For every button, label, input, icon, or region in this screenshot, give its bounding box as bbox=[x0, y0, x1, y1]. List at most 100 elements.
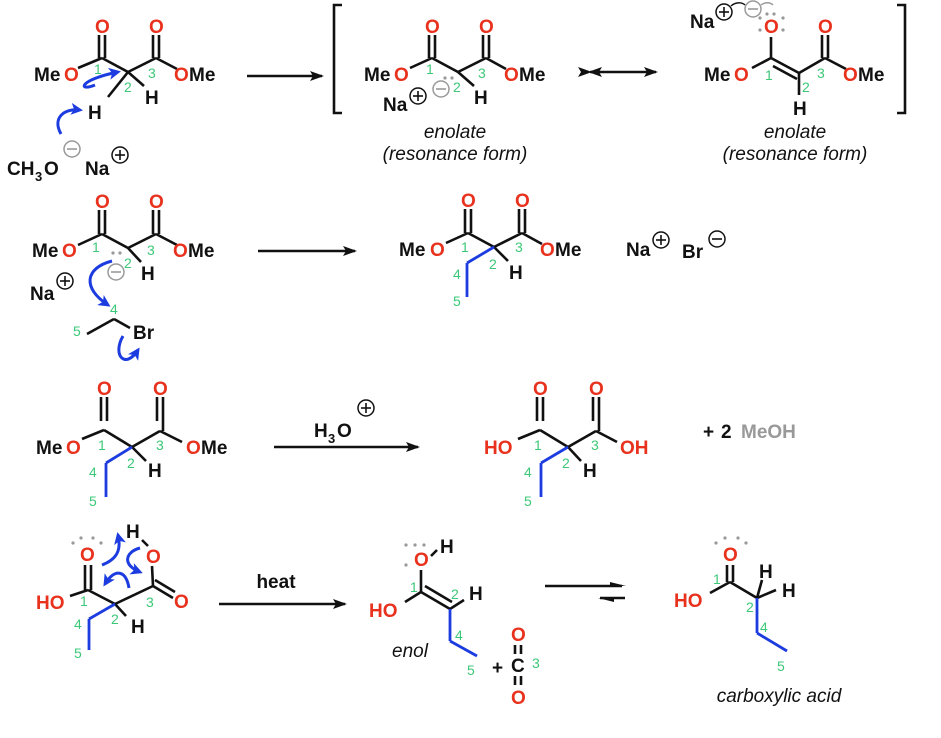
hydrogen: H bbox=[782, 581, 796, 602]
carbon-number: 3 bbox=[147, 242, 155, 258]
methoxy-me: Me bbox=[32, 241, 58, 262]
co2-carbon: C bbox=[511, 656, 525, 677]
hydroxyl: OH bbox=[620, 438, 649, 459]
enolate-carbanion: O O Me O O Me H 1 2 3 Na enolate (resona… bbox=[364, 17, 545, 165]
acidic-hydrogen: H bbox=[88, 103, 102, 124]
hydrogen: H bbox=[759, 562, 773, 583]
curved-arrow bbox=[117, 335, 140, 361]
methoxy-me: Me bbox=[704, 65, 730, 86]
carbonyl-oxygen: O bbox=[589, 379, 604, 400]
hydroxyl: HO bbox=[484, 438, 513, 459]
curved-arrow bbox=[56, 102, 83, 135]
carbon-number: 2 bbox=[802, 79, 810, 95]
carbon-number: 1 bbox=[98, 437, 106, 453]
methoxy-o: O bbox=[173, 241, 188, 262]
carbon-number: 2 bbox=[124, 79, 132, 95]
ethylmalonic-acid: O O HO OH H 1 2 3 4 5 bbox=[484, 379, 649, 509]
methoxy-o: O bbox=[64, 65, 79, 86]
sodium: Na bbox=[85, 159, 110, 180]
resonance-caption: (resonance form) bbox=[723, 144, 868, 165]
carbon-number: 1 bbox=[80, 593, 88, 609]
carbonyl-oxygen: O bbox=[174, 592, 189, 613]
carbon-number: 2 bbox=[451, 586, 459, 602]
sodium-bromide: Na Br bbox=[626, 230, 726, 263]
methoxy-o: O bbox=[504, 65, 519, 86]
methoxy-me: Me bbox=[36, 438, 62, 459]
hydrogen: H bbox=[509, 263, 523, 284]
methoxide-o: O bbox=[44, 159, 59, 180]
carbon-number: 5 bbox=[467, 662, 475, 678]
carbon-number: 3 bbox=[146, 594, 154, 610]
methanol: MeOH bbox=[741, 422, 796, 443]
bromine: Br bbox=[133, 323, 155, 344]
methoxy-o: O bbox=[430, 240, 445, 261]
carbonyl-oxygen: O bbox=[149, 17, 164, 38]
carbon-number: 4 bbox=[760, 619, 768, 635]
methoxy-me: Me bbox=[858, 65, 884, 86]
methoxy-o: O bbox=[174, 65, 189, 86]
h3o-o: O bbox=[337, 421, 352, 442]
bracket-right bbox=[897, 3, 907, 115]
ch-text: CH bbox=[7, 159, 34, 180]
methanol-byproduct: + 2 MeOH bbox=[703, 422, 796, 443]
bracket-left bbox=[332, 3, 342, 115]
carbon-number: 5 bbox=[73, 323, 81, 339]
methoxy-o: O bbox=[62, 241, 77, 262]
carbon-number: 2 bbox=[127, 455, 135, 471]
carbon-number: 2 bbox=[562, 455, 570, 471]
enolate-caption: enolate bbox=[764, 122, 826, 143]
methoxy-me: Me bbox=[519, 65, 545, 86]
heat-label: heat bbox=[256, 572, 296, 593]
carbonyl-oxygen: O bbox=[149, 192, 164, 213]
methoxy-o: O bbox=[540, 240, 555, 261]
h3o-h: H bbox=[314, 421, 328, 442]
hydrogen: H bbox=[583, 461, 597, 482]
curved-arrow bbox=[88, 259, 113, 307]
hydrogen: H bbox=[141, 264, 155, 285]
byproduct-count: 2 bbox=[721, 422, 732, 443]
methoxy-me: Me bbox=[34, 65, 60, 86]
acid-hydrogen: H bbox=[126, 522, 140, 543]
hydrogen: H bbox=[131, 617, 145, 638]
methoxy-o: O bbox=[394, 65, 409, 86]
carbonyl-oxygen: O bbox=[95, 17, 110, 38]
carbon-number: 3 bbox=[817, 65, 825, 81]
enol-hydrogen: H bbox=[440, 537, 454, 558]
product-caption: carboxylic acid bbox=[717, 686, 843, 707]
new-cc-bond bbox=[466, 245, 495, 265]
alkylated-diester-reactant: O O Me O O Me H 1 2 3 4 5 bbox=[36, 379, 227, 509]
hydrogen: H bbox=[793, 99, 807, 120]
carbon-number: 5 bbox=[89, 493, 97, 509]
carbon-number: 1 bbox=[94, 61, 102, 77]
carbon-number: 1 bbox=[765, 67, 773, 83]
enol-oxygen: O bbox=[414, 550, 429, 571]
carbon-number: 2 bbox=[746, 599, 754, 615]
subscript-3: 3 bbox=[35, 169, 42, 184]
butanoic-acid-product: O HO H H 1 2 4 5 carboxylic acid bbox=[674, 536, 843, 707]
carbonyl-oxygen: O bbox=[479, 17, 494, 38]
hydroxyl: HO bbox=[36, 593, 65, 614]
carbon-number: 3 bbox=[591, 437, 599, 453]
alkylated-diester: O O Me O O Me H 1 2 3 4 5 bbox=[399, 191, 581, 309]
carbon-number: 3 bbox=[148, 65, 156, 81]
enolate-oxyanion: Na O O Me O O Me H 1 2 3 enolate (resona… bbox=[690, 0, 884, 165]
carbonyl-oxygen: O bbox=[461, 191, 476, 212]
hydroxyl: HO bbox=[674, 591, 703, 612]
carbon-number: 3 bbox=[515, 239, 523, 255]
methoxy-o: O bbox=[66, 438, 81, 459]
carbon-number: 4 bbox=[110, 301, 118, 317]
carbon-number: 5 bbox=[777, 658, 785, 674]
methoxy-me: Me bbox=[189, 65, 215, 86]
carbon-number: 4 bbox=[453, 266, 461, 282]
sodium-methoxide: CH 3 O Na bbox=[7, 140, 129, 184]
carbon-number: 4 bbox=[89, 464, 97, 480]
hydrogen: H bbox=[148, 461, 162, 482]
carbonyl-oxygen: O bbox=[95, 192, 110, 213]
carbon-number: 3 bbox=[156, 437, 164, 453]
carbon-number: 5 bbox=[453, 293, 461, 309]
methoxy-o: O bbox=[186, 438, 201, 459]
methoxy-me: Me bbox=[555, 240, 581, 261]
carbon-number: 2 bbox=[124, 255, 132, 271]
methoxy-o: O bbox=[843, 65, 858, 86]
hydrolysis-reagent: H 3 O bbox=[314, 399, 375, 446]
